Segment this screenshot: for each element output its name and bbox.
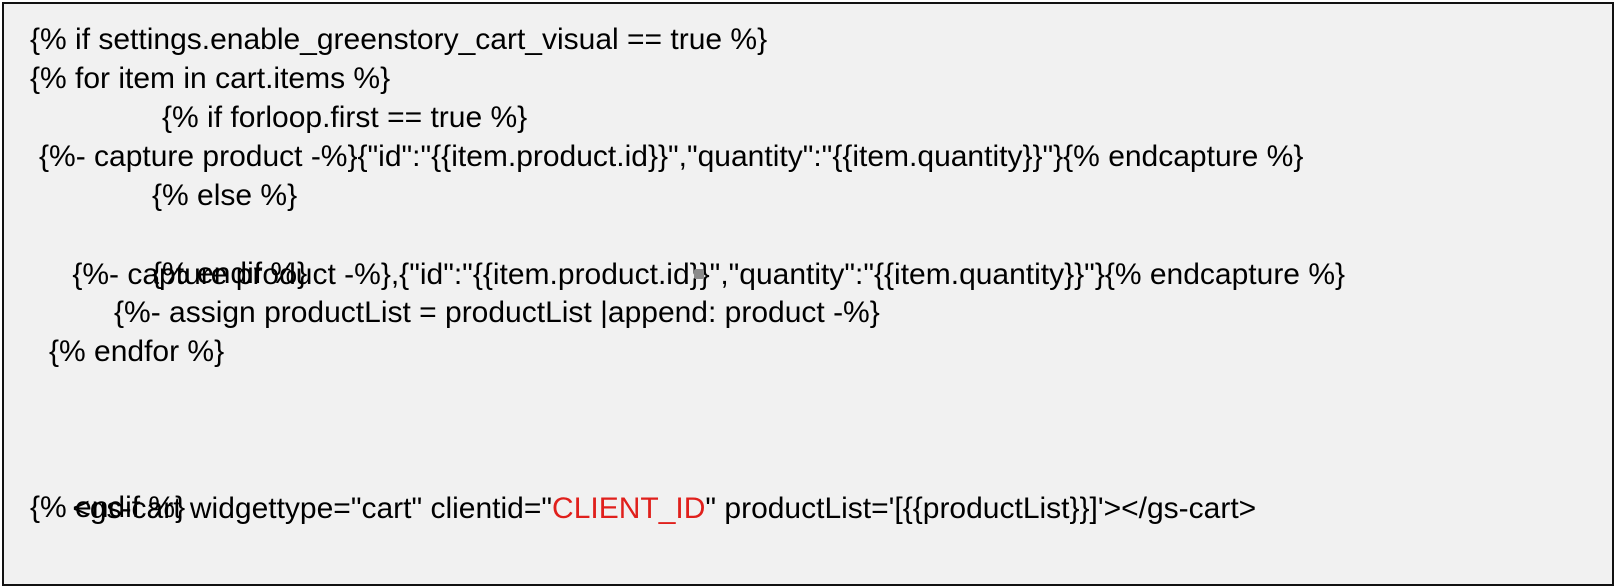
code-line-1: {% if settings.enable_greenstory_cart_vi… [30,23,768,56]
text-cursor-marker [693,269,704,280]
code-line-endif: {% endif %} [30,491,186,524]
code-line-7: {% endif %} [152,257,308,290]
gs-cart-suffix: " productList='[{{productList}}]'></gs-c… [705,492,1257,525]
gs-cart-prefix: <gs-cart widgettype="cart" clientid=" [72,492,553,525]
code-line-3: {% if forloop.first == true %} [162,101,528,134]
code-line-gs-cart: <gs-cart widgettype="cart" clientid="CLI… [39,449,1256,525]
code-line-4: {%- capture product -%}{"id":"{{item.pro… [39,140,1304,173]
code-line-6-end: }","quantity":"{{item.quantity}}"}{% end… [699,258,1346,291]
code-line-2: {% for item in cart.items %} [30,62,391,95]
code-line-9: {% endfor %} [49,335,225,368]
client-id-placeholder: CLIENT_ID [552,492,706,525]
code-line-5: {% else %} [152,179,298,212]
code-line-6: {%- capture product -%},{"id":"{{item.pr… [39,215,1345,291]
code-line-6-start: {%- capture product -%},{"id":"{{item.pr… [72,258,700,291]
code-line-8: {%- assign productList = productList |ap… [114,296,880,329]
